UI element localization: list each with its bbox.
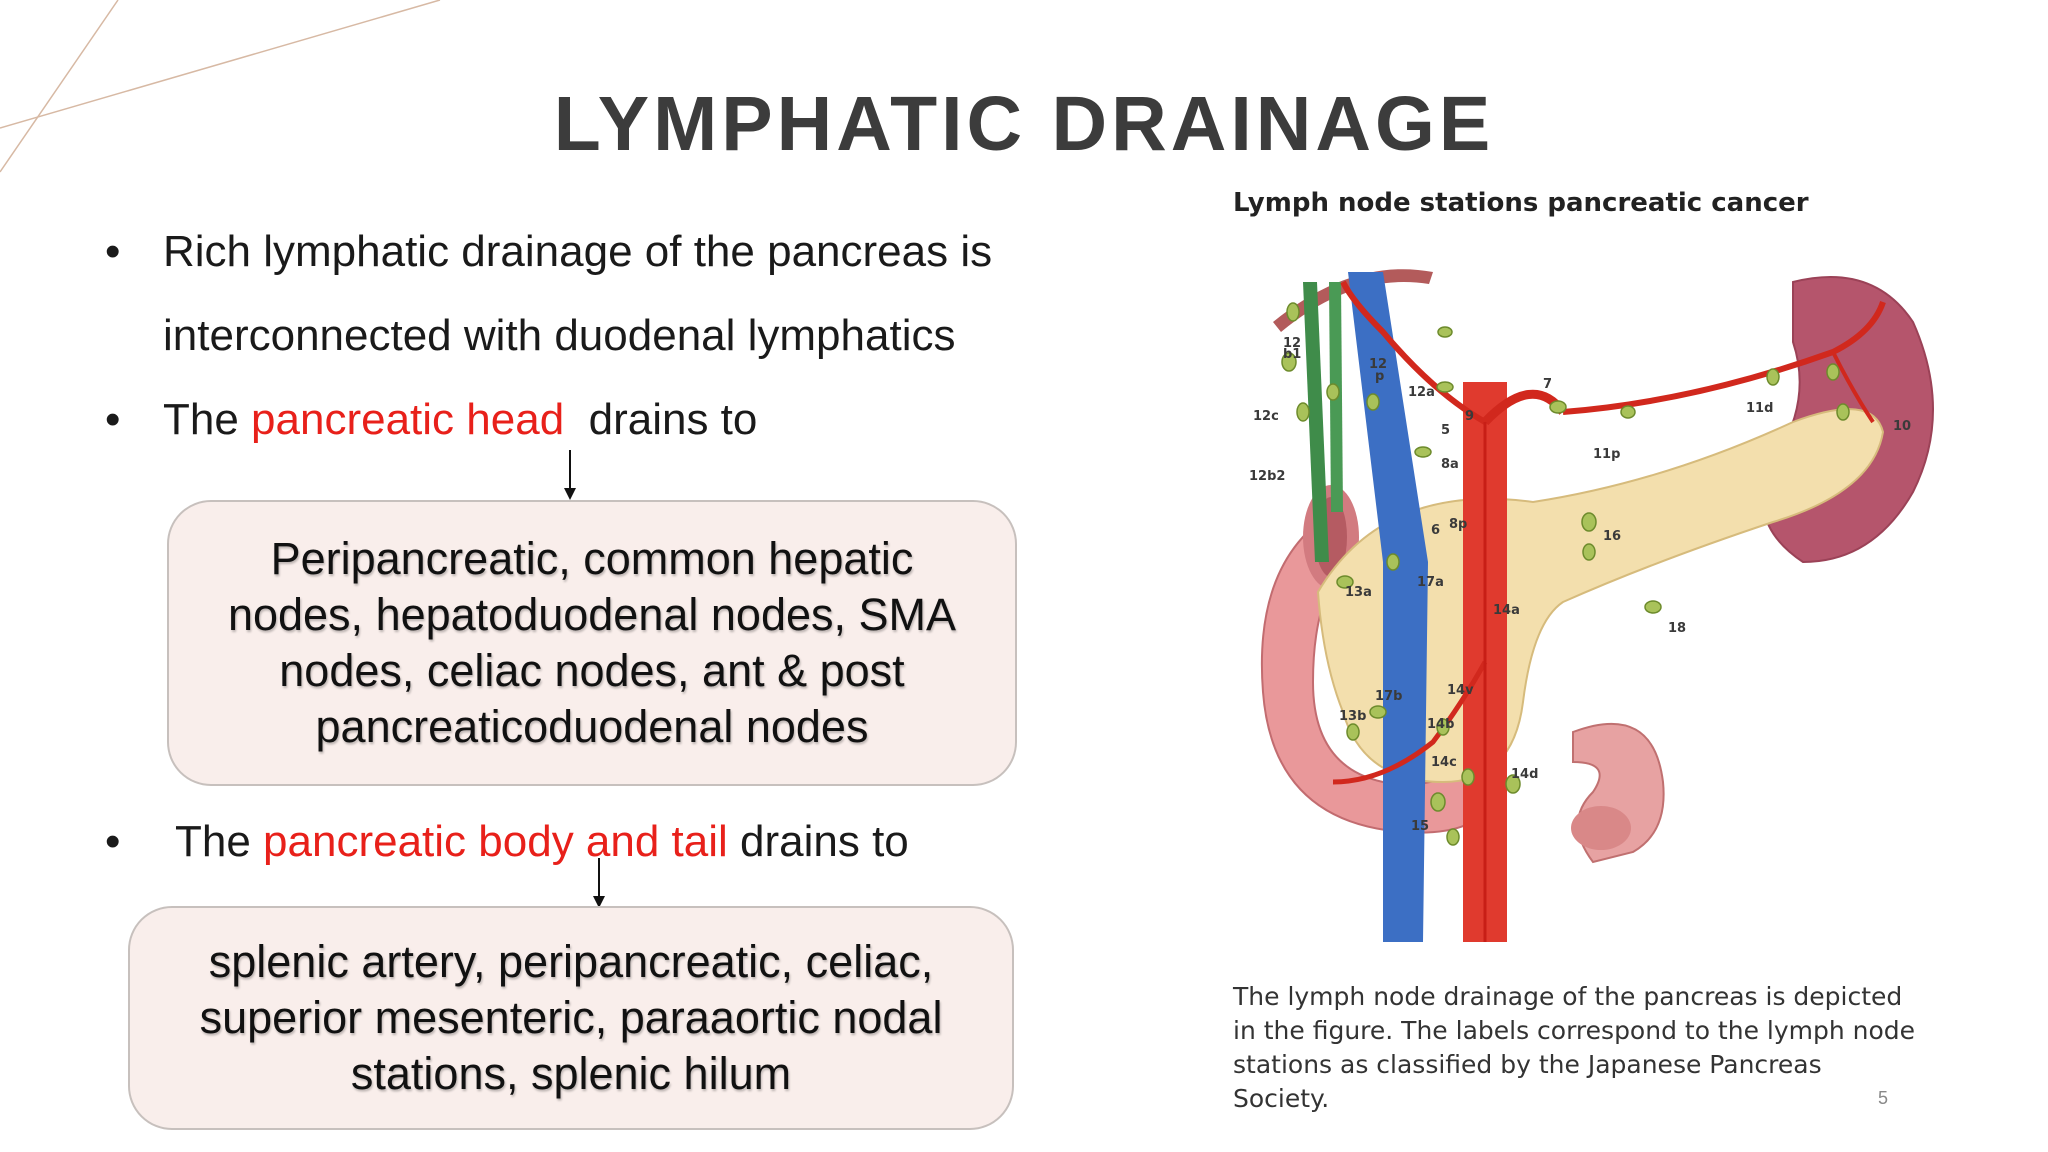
svg-text:10: 10: [1893, 419, 1911, 434]
bullet-rich-drainage: • Rich lymphatic drainage of the pancrea…: [105, 210, 993, 378]
box-line: nodes, celiac nodes, ant & post: [279, 645, 905, 696]
svg-text:14a: 14a: [1493, 603, 1520, 618]
page-title: LYMPHATIC DRAINAGE: [553, 81, 1495, 167]
figure-caption: The lymph node drainage of the pancreas …: [1233, 982, 1916, 1113]
figure-title: Lymph node stations pancreatic cancer: [1233, 188, 1809, 218]
svg-text:14d: 14d: [1511, 767, 1538, 782]
svg-text:18: 18: [1668, 621, 1686, 636]
svg-text:17b: 17b: [1375, 689, 1402, 704]
bullet-prefix: The: [163, 395, 252, 444]
svg-text:14v: 14v: [1447, 683, 1474, 698]
bullet-dot: •: [105, 817, 121, 866]
highlight-pancreatic-head: pancreatic head: [251, 395, 565, 444]
highlight-pancreatic-body-tail: pancreatic body and tail: [263, 817, 728, 866]
arrow-down-icon: [564, 450, 576, 500]
corner-decoration: [0, 0, 441, 173]
svg-text:13b: 13b: [1339, 709, 1366, 724]
box-line: nodes, hepatoduodenal nodes, SMA: [227, 589, 957, 640]
svg-text:12b2: 12b2: [1249, 469, 1285, 484]
arrow-down-icon: [593, 858, 605, 908]
svg-text:7: 7: [1543, 377, 1552, 392]
svg-text:8p: 8p: [1449, 517, 1467, 532]
svg-text:13a: 13a: [1345, 585, 1372, 600]
head-drainage-box: Peripancreatic, common hepatic nodes, he…: [167, 500, 1017, 786]
pancreas-lymph-node-illustration: 12 b1 12c 12 p 12b2 12a 5 8a 8p 6 9 7 11…: [1249, 269, 1934, 942]
svg-text:6: 6: [1431, 523, 1440, 538]
svg-text:14c: 14c: [1431, 755, 1457, 770]
svg-text:16: 16: [1603, 529, 1621, 544]
svg-text:17a: 17a: [1417, 575, 1444, 590]
svg-text:12: 12: [1283, 336, 1301, 351]
box-line: stations, splenic hilum: [350, 1048, 792, 1099]
bullet-dot: •: [105, 227, 121, 276]
svg-text:14b: 14b: [1427, 717, 1454, 732]
bullet-dot: •: [105, 395, 121, 444]
svg-text:8a: 8a: [1441, 457, 1459, 472]
bullet-pancreatic-head: • The pancreatic head drains to: [105, 378, 758, 462]
box-line: splenic artery, peripancreatic, celiac,: [208, 936, 934, 987]
box-line: Peripancreatic, common hepatic: [270, 533, 914, 584]
svg-text:p: p: [1375, 369, 1384, 384]
box-line: pancreaticoduodenal nodes: [315, 701, 869, 752]
svg-text:12: 12: [1369, 357, 1387, 372]
box-line: superior mesenteric, paraaortic nodal: [199, 992, 943, 1043]
svg-text:11d: 11d: [1746, 401, 1773, 416]
svg-text:9: 9: [1465, 409, 1474, 424]
body-tail-drainage-box: splenic artery, peripancreatic, celiac, …: [128, 906, 1014, 1130]
page-number: 5: [1878, 1088, 1889, 1108]
svg-text:12c: 12c: [1253, 409, 1279, 424]
svg-text:11p: 11p: [1593, 447, 1620, 462]
bullet-line-2: interconnected with duodenal lymphatics: [163, 311, 956, 360]
bullet-line-1: Rich lymphatic drainage of the pancreas …: [163, 227, 993, 276]
bullet-pancreatic-body-tail: • The pancreatic body and tail drains to: [105, 800, 909, 884]
bullet-suffix: drains to: [564, 395, 758, 444]
bullet-prefix: The: [175, 817, 264, 866]
svg-text:5: 5: [1441, 423, 1450, 438]
bullet-suffix: drains to: [727, 817, 909, 866]
svg-text:15: 15: [1411, 819, 1429, 834]
svg-text:12a: 12a: [1408, 385, 1435, 400]
svg-text:b1: b1: [1283, 347, 1301, 362]
